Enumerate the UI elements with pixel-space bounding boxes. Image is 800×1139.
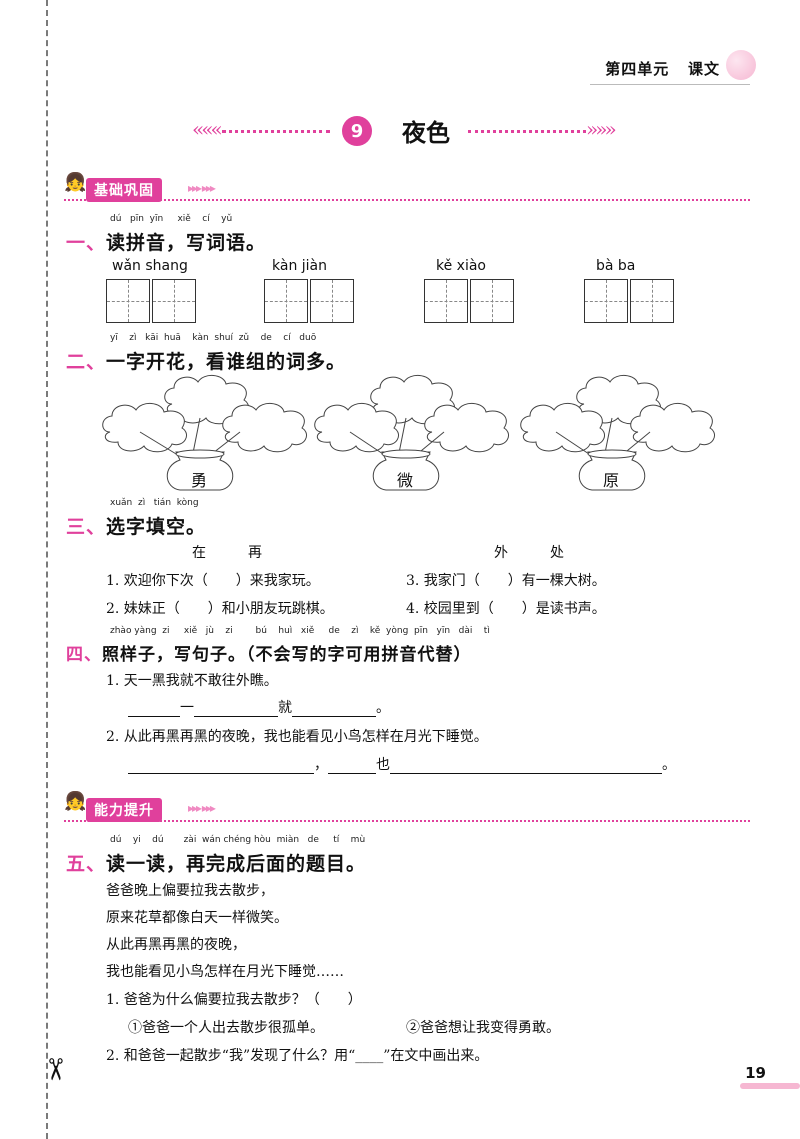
header-rule [590, 84, 750, 85]
title-divider-right [468, 130, 586, 133]
q3-item-1: 1. 欢迎你下次（ ）来我家玩。 [106, 573, 320, 589]
page-header: 第四单元 课文 [605, 58, 720, 79]
q5-sub-1: 1. 爸爸为什么偏要拉我去散步？（ ） [106, 992, 362, 1008]
bubble-decoration-icon [726, 50, 756, 80]
q2-heading: 二、一字开花，看谁组的词多。 [66, 347, 346, 374]
q3-pinyin: xuǎn zì tián kòng [110, 498, 199, 508]
section-rule [64, 820, 750, 822]
pot-char-3: 原 [603, 471, 620, 490]
section-badge-basic: 基础巩固 [86, 178, 162, 202]
q5-option-2[interactable]: ②爸爸想让我变得勇敢。 [406, 1020, 560, 1036]
answer-blank[interactable] [390, 773, 662, 774]
q4-title: 照样子，写句子。（不会写的字可用拼音代替） [102, 645, 472, 665]
q5-title: 读一读，再完成后面的题目。 [106, 853, 367, 875]
title-divider-left [222, 130, 330, 133]
girl-icon: 👧 [64, 791, 87, 812]
answer-blank[interactable] [292, 716, 376, 717]
q4-answer-1: 一 就 。 [128, 697, 390, 717]
pot-char-1: 勇 [191, 471, 208, 490]
left-arrows-icon: ««« [192, 117, 223, 141]
q1-pinyin: dú pīn yīn xiě cí yǔ [110, 214, 233, 224]
q3-heading: 三、选字填空。 [66, 512, 206, 539]
word-pinyin: kàn jiàn [272, 258, 327, 274]
writing-grid-box[interactable] [470, 279, 514, 323]
q5-option-1[interactable]: ①爸爸一个人出去散步很孤单。 [128, 1020, 324, 1036]
q4-comma: ， [314, 757, 328, 773]
writing-grid-box[interactable] [630, 279, 674, 323]
cut-line [46, 0, 48, 1139]
writing-grid-box[interactable] [584, 279, 628, 323]
poem-line: 原来花草都像白天一样微笑。 [106, 910, 288, 926]
q3-choice-1: 在 再 [192, 545, 262, 561]
section-arrows-icon: ▸▸▸ ▸▸▸ [188, 181, 216, 195]
flower-pot-1 [102, 374, 308, 491]
unit-label: 第四单元 [605, 60, 670, 78]
writing-grid-box[interactable] [152, 279, 196, 323]
lesson-number: 9 [342, 116, 372, 146]
poem-line: 爸爸晚上偏要拉我去散步， [106, 883, 274, 899]
q4-answer-2: ， 也 。 [128, 754, 676, 774]
q4-heading: 四、照样子，写句子。（不会写的字可用拼音代替） [66, 640, 472, 665]
pot-char-2: 微 [397, 471, 414, 490]
q4-number: 四、 [66, 645, 102, 665]
q2-pinyin: yī zì kāi huā kàn shuí zǔ de cí duō [110, 333, 317, 343]
writing-grid-box[interactable] [106, 279, 150, 323]
q4-end-2: 。 [662, 757, 676, 773]
q4-sample-1: 1. 天一黑我就不敢往外瞧。 [106, 673, 278, 689]
flower-pot-2 [314, 374, 510, 491]
q4-pinyin: zhào yàng zi xiě jù zi bú huì xiě de zì … [110, 626, 490, 636]
flower-pots [102, 374, 716, 491]
q5-heading: 五、读一读，再完成后面的题目。 [66, 849, 366, 876]
writing-grid-box[interactable] [264, 279, 308, 323]
q1-title: 读拼音，写词语。 [106, 232, 267, 254]
q3-number: 三、 [66, 516, 107, 538]
answer-blank[interactable] [328, 773, 376, 774]
answer-blank[interactable] [128, 716, 180, 717]
q1-heading: 一、读拼音，写词语。 [66, 228, 266, 255]
page-number: 19 [745, 1064, 766, 1082]
q3-item-2: 2. 妹妹正（ ）和小朋友玩跳棋。 [106, 601, 334, 617]
answer-blank[interactable] [194, 716, 278, 717]
word-pinyin: bà ba [596, 258, 636, 274]
q5-sub-2: 2. 和爸爸一起散步“我”发现了什么？用“____”在文中画出来。 [106, 1048, 489, 1064]
section-label: 课文 [687, 60, 720, 78]
q4-word-ye: 也 [376, 757, 390, 773]
section-badge-ability: 能力提升 [86, 798, 162, 822]
writing-grid-box[interactable] [424, 279, 468, 323]
section-rule [64, 199, 750, 201]
right-arrows-icon: »»» [586, 117, 617, 141]
q2-title: 一字开花，看谁组的词多。 [106, 351, 347, 373]
poem-line: 从此再黑再黑的夜晚， [106, 937, 246, 953]
q5-pinyin: dú yi dú zài wán chéng hòu miàn de tí mù [110, 835, 366, 845]
answer-blank[interactable] [128, 773, 314, 774]
lesson-title: 夜色 [402, 119, 450, 147]
q3-item-3: 3. 我家门（ ）有一棵大树。 [406, 573, 606, 589]
girl-icon: 👧 [64, 172, 87, 193]
writing-grid-box[interactable] [310, 279, 354, 323]
scissors-icon: ✂ [37, 1056, 73, 1083]
q2-number: 二、 [66, 351, 107, 373]
q4-word-yi: 一 [180, 700, 194, 716]
q1-number: 一、 [66, 232, 107, 254]
flower-pot-3 [520, 374, 716, 491]
q4-sample-2: 2. 从此再黑再黑的夜晚，我也能看见小鸟怎样在月光下睡觉。 [106, 729, 488, 745]
page-number-bar [740, 1083, 800, 1089]
q4-word-jiu: 就 [278, 700, 292, 716]
q3-choice-2: 外 处 [494, 545, 564, 561]
q5-number: 五、 [66, 853, 107, 875]
word-pinyin: wǎn shang [112, 258, 188, 274]
q3-title: 选字填空。 [106, 516, 207, 538]
word-pinyin: kě xiào [436, 258, 486, 274]
q4-end-1: 。 [376, 700, 390, 716]
section-arrows-icon: ▸▸▸ ▸▸▸ [188, 801, 216, 815]
poem-line: 我也能看见小鸟怎样在月光下睡觉…… [106, 964, 344, 980]
q3-item-4: 4. 校园里到（ ）是读书声。 [406, 601, 606, 617]
